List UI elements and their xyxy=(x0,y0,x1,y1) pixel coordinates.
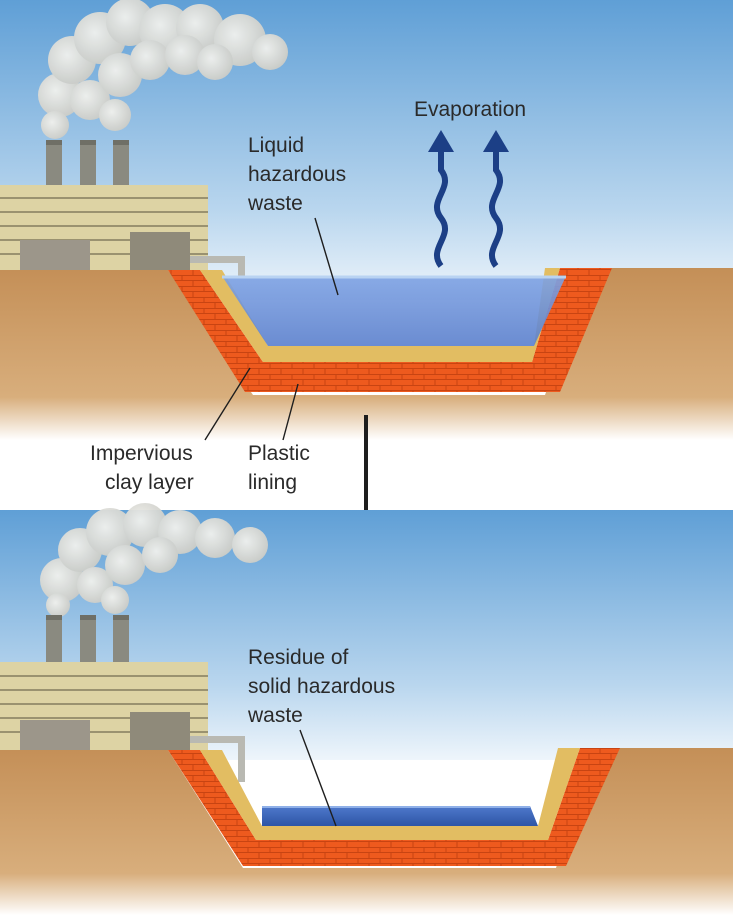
label-line: Liquid xyxy=(248,134,304,157)
label-line: Residue of xyxy=(248,646,349,669)
arrowhead-icon xyxy=(428,130,454,152)
drain-pipe xyxy=(190,256,245,263)
smokestack xyxy=(80,615,96,665)
arrowhead-icon xyxy=(483,130,509,152)
evaporation-arrows xyxy=(428,130,509,268)
plastic-lining-top xyxy=(200,268,560,362)
clay-layer-bottom xyxy=(168,748,620,866)
label-line: solid hazardous xyxy=(248,675,395,698)
smokestack xyxy=(113,615,129,665)
factory-bottom xyxy=(0,503,268,782)
smokestack xyxy=(80,140,96,188)
top-panel: Evaporation Liquid hazardous waste xyxy=(0,0,733,440)
bottom-panel: Residue of solid hazardous waste xyxy=(0,503,733,915)
residue-label: Residue of solid hazardous waste xyxy=(247,646,395,727)
ground-bottom xyxy=(0,748,733,915)
evaporation-label: Evaporation xyxy=(414,98,526,121)
factory-top xyxy=(0,0,288,278)
label-line: Plastic xyxy=(248,442,310,465)
evaporation-arrow-icon xyxy=(433,150,449,268)
middle-band: Impervious clay layer Plastic lining xyxy=(90,367,376,578)
smoke-plume xyxy=(40,503,268,617)
smoke-plume xyxy=(38,0,288,139)
leader-line xyxy=(282,383,299,441)
label-line: Impervious xyxy=(90,442,193,465)
smokestack xyxy=(113,140,129,188)
smokestack xyxy=(46,615,62,665)
leader-line xyxy=(204,367,251,441)
ground-top xyxy=(0,268,733,440)
label-line: clay layer xyxy=(105,471,194,494)
evaporation-arrow-icon xyxy=(488,150,504,268)
plastic-lining-label: Plastic lining xyxy=(248,442,310,494)
clay-layer-label: Impervious clay layer xyxy=(90,442,194,494)
plastic-lining-bottom xyxy=(200,748,580,840)
clay-layer-top xyxy=(168,268,612,392)
leader-line xyxy=(314,217,339,296)
label-line: hazardous xyxy=(248,163,346,186)
solid-residue xyxy=(262,806,538,826)
label-line: waste xyxy=(247,704,303,727)
leader-line xyxy=(299,729,337,827)
drain-pipe xyxy=(190,736,245,743)
smokestack xyxy=(46,140,62,188)
label-line: lining xyxy=(248,471,297,494)
liquid-waste-label: Liquid hazardous waste xyxy=(247,134,346,215)
label-line: waste xyxy=(247,192,303,215)
liquid-waste xyxy=(222,276,566,346)
